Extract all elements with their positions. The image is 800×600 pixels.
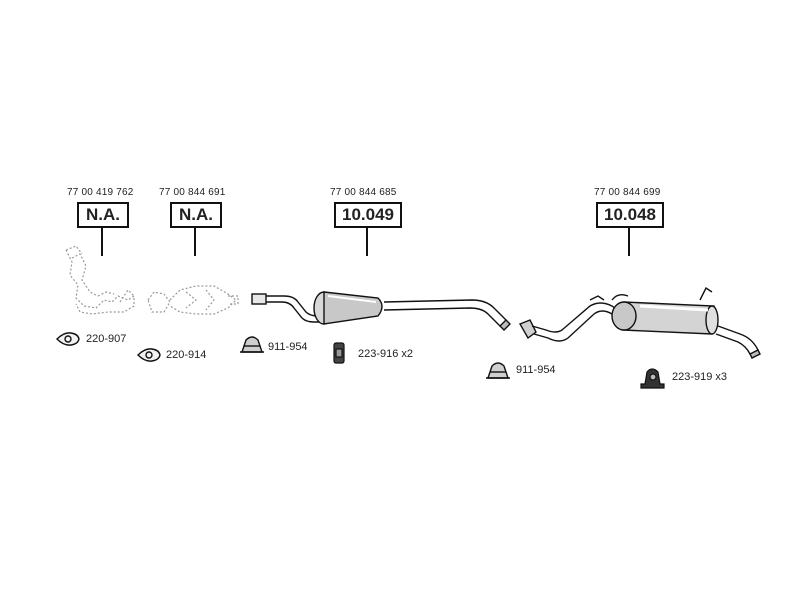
part-label-911-954-b: 911-954 — [516, 364, 556, 376]
leader-line-1 — [101, 226, 103, 256]
rubber-mount-icon — [333, 342, 345, 364]
part-label-223-919: 223-919 x3 — [672, 371, 728, 383]
part-code-box-4[interactable]: 10.048 — [596, 202, 664, 228]
part-label-220-907: 220-907 — [86, 333, 127, 345]
part-code-box-2[interactable]: N.A. — [170, 202, 222, 228]
leader-line-2 — [194, 226, 196, 256]
oem-number-1: 77 00 419 762 — [67, 187, 134, 198]
part-label-220-914: 220-914 — [166, 349, 207, 361]
part-label-223-916: 223-916 x2 — [358, 348, 414, 360]
center-silencer-pipe-icon — [251, 291, 511, 331]
part-code-box-3[interactable]: 10.049 — [334, 202, 402, 228]
rear-silencer-pipe-icon — [518, 286, 761, 359]
part-label-911-954-a: 911-954 — [268, 341, 308, 353]
leader-line-4 — [628, 226, 630, 256]
leader-line-3 — [366, 226, 368, 256]
manifold-ghost-icon — [65, 245, 135, 315]
rubber-ring-icon — [640, 368, 665, 389]
part-code-box-1[interactable]: N.A. — [77, 202, 129, 228]
gasket-icon — [56, 332, 80, 346]
oem-number-4: 77 00 844 699 — [594, 187, 661, 198]
oem-number-3: 77 00 844 685 — [330, 187, 397, 198]
gasket-icon — [137, 348, 161, 362]
clamp-icon — [240, 336, 264, 353]
clamp-icon — [486, 362, 510, 379]
oem-number-2: 77 00 844 691 — [159, 187, 226, 198]
catalyst-ghost-icon — [147, 285, 239, 315]
